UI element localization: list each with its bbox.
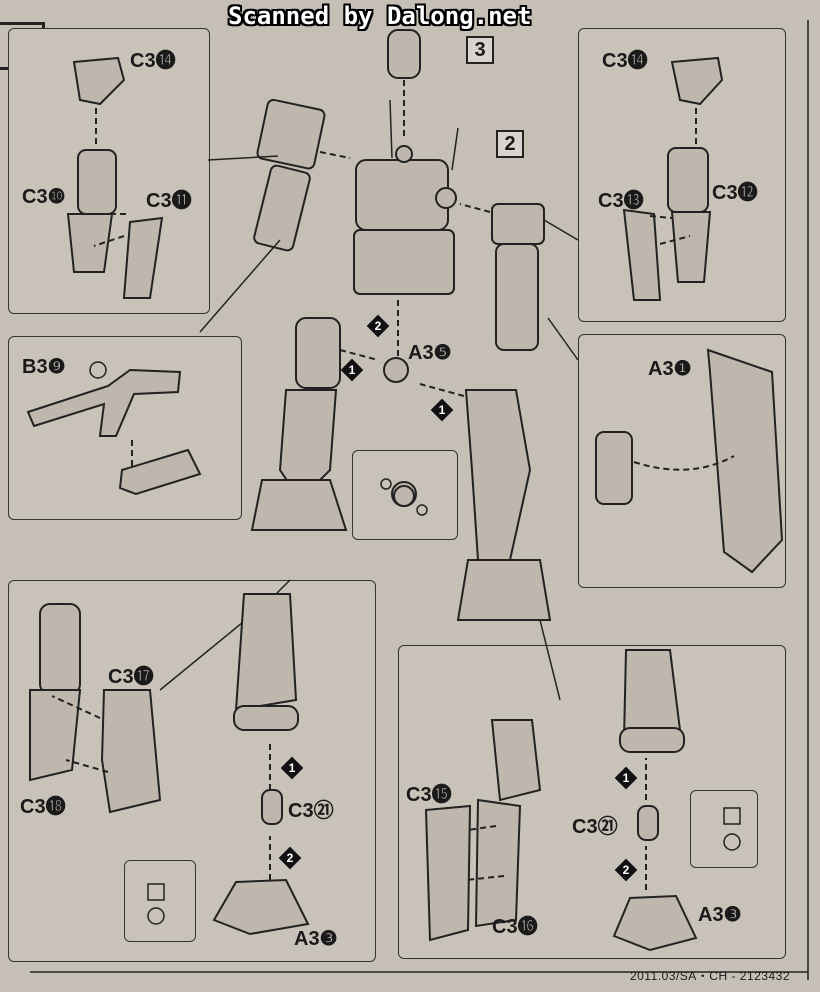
- label-a3-1: A3❶: [648, 358, 692, 380]
- watermark: Scanned by Dalong.net: [228, 2, 532, 30]
- label-a3-3-left: A3❸: [294, 928, 338, 950]
- step-marker-2-left-foot: 2: [278, 846, 302, 870]
- label-c3-13: C3⓭: [598, 190, 644, 212]
- footer-code: 2011.03/SA・CH - 2123432: [629, 969, 790, 983]
- step-marker-1-right-foot: 1: [614, 766, 638, 790]
- label-c3-15: C3⓯: [406, 784, 452, 806]
- step-marker-2-torso: 2: [366, 314, 390, 338]
- left-leg-drawing: [29, 593, 310, 936]
- label-b3-9: B3❾: [22, 356, 66, 378]
- callout-torso: 2: [496, 130, 524, 158]
- label-c3-21-left: C3㉑: [288, 800, 334, 822]
- center-legs: [250, 317, 552, 621]
- label-c3-16: C3⓰: [492, 916, 538, 938]
- step-marker-2-right-foot: 2: [614, 858, 638, 882]
- label-a3-3-right: A3❸: [698, 904, 742, 926]
- label-c3-14-right: C3⓮: [602, 50, 648, 72]
- callout-head: 3: [466, 36, 494, 64]
- rifle-drawing: [26, 361, 202, 496]
- right-arm-drawing: [622, 56, 724, 301]
- panel-joint-detail-right: [690, 790, 758, 868]
- label-c3-11: C3⓫: [146, 190, 192, 212]
- panel-joint-detail-left: [124, 860, 196, 942]
- label-a3-5: A3❺: [408, 342, 452, 364]
- label-c3-18: C3⓲: [20, 796, 66, 818]
- right-leg-drawing: [424, 649, 741, 952]
- step-marker-1-left-foot: 1: [280, 756, 304, 780]
- torso-drawing: [319, 29, 491, 356]
- step-marker-1-left-leg: 1: [340, 358, 364, 382]
- label-c3-10: C3❿: [22, 186, 66, 208]
- step-marker-1-right-leg: 1: [430, 398, 454, 422]
- label-c3-17: C3⓱: [108, 666, 154, 688]
- left-arm-drawing: [66, 56, 164, 299]
- shield-drawing: [595, 348, 784, 574]
- label-c3-14-left: C3⓮: [130, 50, 176, 72]
- label-c3-12: C3⓬: [712, 182, 758, 204]
- crotch-detail-drawing: [380, 478, 428, 516]
- label-c3-21-right: C3㉑: [572, 816, 618, 838]
